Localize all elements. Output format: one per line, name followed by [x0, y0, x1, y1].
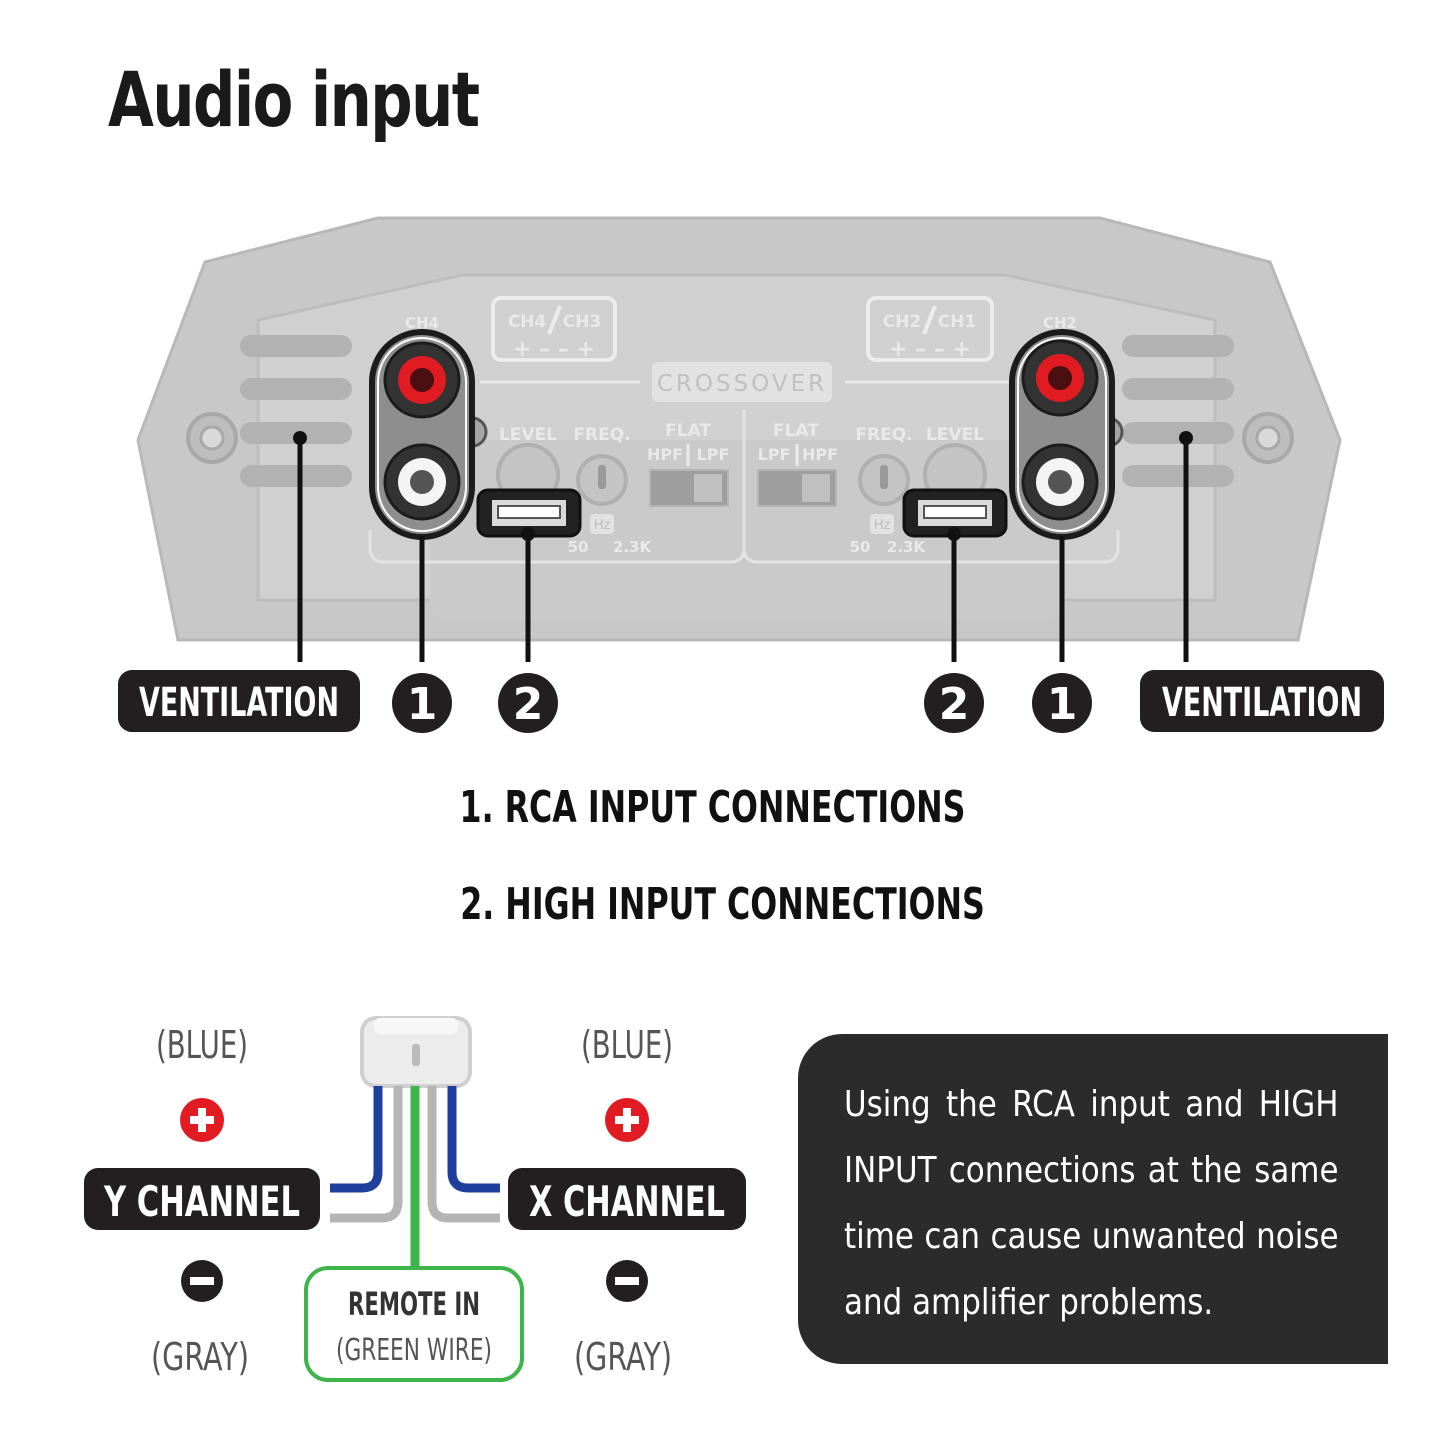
svg-text:1: 1: [407, 679, 438, 730]
wire-color-label: (GRAY): [151, 1335, 249, 1379]
svg-text:CH2: CH2: [1043, 314, 1077, 332]
svg-text:Y CHANNEL: Y CHANNEL: [103, 1177, 300, 1226]
warning-note-text: Using the RCA input and HIGH INPUT conne…: [844, 1084, 1339, 1323]
label-ch2: CH2: [883, 312, 922, 332]
warning-note: Using the RCA input and HIGH INPUT conne…: [798, 1034, 1388, 1364]
legend-rca-input: 1. RCA INPUT CONNECTIONS: [459, 782, 966, 833]
remote-in-box: REMOTE IN (GREEN WIRE): [304, 1266, 524, 1382]
crossover-label: CROSSOVER: [652, 362, 832, 402]
svg-text:Hz: Hz: [874, 518, 891, 533]
svg-text:FLAT: FLAT: [665, 421, 711, 441]
svg-text:50: 50: [850, 538, 871, 556]
freq-label: FREQ.: [573, 425, 630, 445]
minus-icon: [606, 1260, 648, 1302]
screw-icon: [1242, 412, 1294, 464]
svg-text:X CHANNEL: X CHANNEL: [529, 1177, 725, 1226]
svg-text:REMOTE IN: REMOTE IN: [348, 1285, 480, 1323]
callout-number-2-right: 2: [924, 673, 984, 733]
wire-connector-icon: [360, 1016, 472, 1088]
channel-group-ch2-ch1: CH2 CH1 + – – +: [866, 296, 994, 362]
wire-color-label: (BLUE): [581, 1023, 673, 1067]
svg-text:VENTILATION: VENTILATION: [139, 680, 339, 726]
amplifier-panel: CH4 CH3 + – – + CH2 CH1 + – – + CROSSOVE…: [136, 216, 1342, 642]
wire-color-label: (GRAY): [574, 1335, 672, 1379]
svg-text:2: 2: [939, 679, 970, 730]
level-label: LEVEL: [926, 425, 984, 445]
channel-group-ch4-ch3: CH4 CH3 + – – +: [491, 296, 617, 362]
rca-input-left: CH4: [369, 314, 475, 540]
screw-icon: [186, 412, 238, 464]
wire-color-label: (BLUE): [156, 1023, 248, 1067]
svg-text:CROSSOVER: CROSSOVER: [657, 371, 827, 397]
label-ch3: CH3: [563, 312, 602, 332]
svg-text:LPF: LPF: [758, 445, 791, 464]
ventilation-badge-right: VENTILATION: [1140, 670, 1384, 732]
y-channel-badge: Y CHANNEL: [84, 1168, 320, 1230]
high-input-wiring: REMOTE IN (GREEN WIRE) (BLUE) Y CHANNEL …: [84, 1016, 746, 1382]
svg-text:50: 50: [568, 538, 589, 556]
svg-text:HPF: HPF: [647, 445, 683, 464]
vent-slots-right: [1122, 335, 1234, 487]
svg-text:2.3K: 2.3K: [887, 538, 927, 556]
plus-icon: [180, 1098, 224, 1142]
svg-text:VENTILATION: VENTILATION: [1162, 680, 1362, 726]
minus-icon: [181, 1260, 223, 1302]
legend-high-input: 2. HIGH INPUT CONNECTIONS: [460, 879, 985, 930]
svg-text:2: 2: [513, 679, 544, 730]
page-title: Audio input: [108, 55, 480, 144]
svg-text:LPF: LPF: [697, 445, 730, 464]
ventilation-badge-left: VENTILATION: [118, 670, 360, 732]
svg-text:(GREEN WIRE): (GREEN WIRE): [336, 1333, 492, 1368]
plus-icon: [605, 1098, 649, 1142]
svg-text:CH4: CH4: [405, 314, 439, 332]
level-label: LEVEL: [499, 425, 557, 445]
label-ch4: CH4: [508, 312, 547, 332]
terminal-signs: + – – +: [513, 337, 595, 362]
freq-label: FREQ.: [855, 425, 912, 445]
svg-text:1: 1: [1047, 679, 1078, 730]
callout-number-2-left: 2: [498, 673, 558, 733]
rca-input-right: CH2: [1009, 314, 1115, 540]
callout-number-1-left: 1: [392, 673, 452, 733]
svg-text:2.3K: 2.3K: [613, 538, 653, 556]
label-ch1: CH1: [938, 312, 977, 332]
high-input-connector-left: [476, 488, 582, 538]
high-input-connector-right: [902, 488, 1008, 538]
x-channel-badge: X CHANNEL: [508, 1168, 746, 1230]
svg-text:Hz: Hz: [594, 518, 611, 533]
terminal-signs: + – – +: [889, 337, 971, 362]
svg-text:HPF: HPF: [802, 445, 838, 464]
callout-number-1-right: 1: [1032, 673, 1092, 733]
svg-text:FLAT: FLAT: [773, 421, 819, 441]
callout-leaders: [297, 438, 1189, 662]
